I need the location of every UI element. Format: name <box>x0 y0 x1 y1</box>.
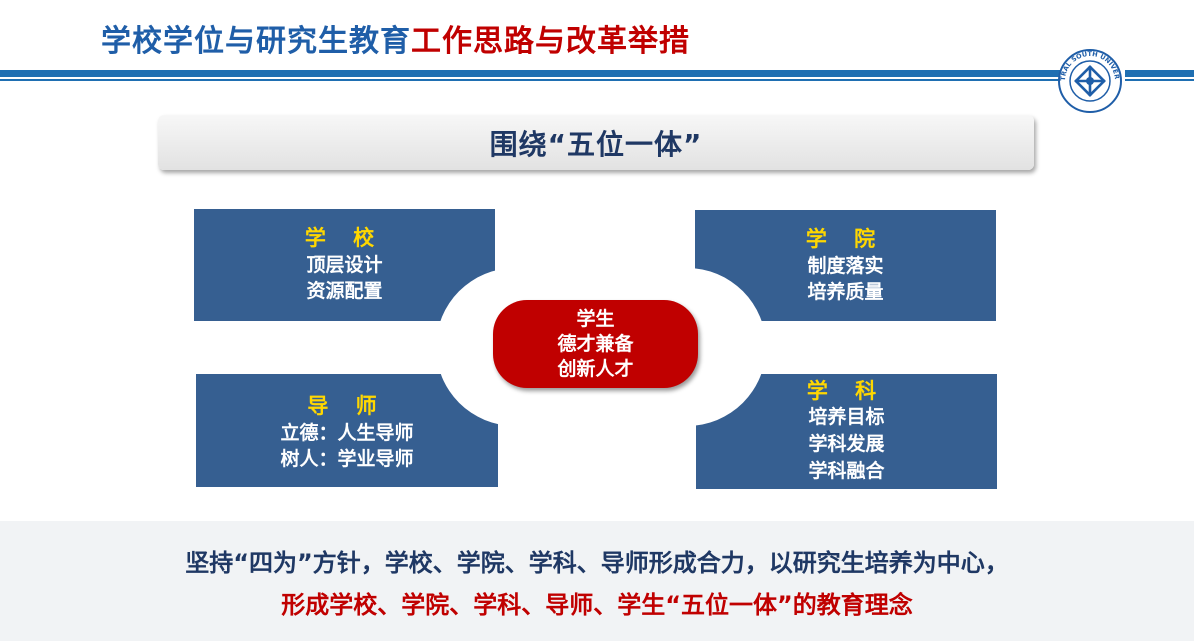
mentor-box-line: 树人：学业导师 <box>280 448 414 470</box>
center-line: 学生 <box>576 307 615 330</box>
school-box-line: 顶层设计 <box>306 254 383 276</box>
mentor-box: 导 师 立德：人生导师 树人：学业导师 <box>196 374 498 487</box>
mentor-box-heading: 导 师 <box>307 394 387 418</box>
college-box-line: 制度落实 <box>807 255 884 277</box>
page-title: 学校学位与研究生教育工作思路与改革举措 <box>101 16 690 60</box>
college-box-line: 培养质量 <box>807 281 884 303</box>
discipline-box-line: 学科融合 <box>808 460 885 482</box>
school-box-heading: 学 校 <box>304 226 385 250</box>
footer-summary: 坚持“四为”方针，学校、学院、学科、导师形成合力，以研究生培养为中心， 形成学校… <box>0 521 1194 641</box>
student-center-badge: 学生 德才兼备 创新人才 <box>493 300 698 388</box>
center-line: 创新人才 <box>557 357 634 380</box>
header-rule-thick <box>0 70 1062 77</box>
mentor-box-line: 立德：人生导师 <box>280 422 414 444</box>
banner-text: 围绕“五位一体” <box>489 127 703 161</box>
college-box-heading: 学 院 <box>805 227 886 251</box>
university-seal-icon: CENTRAL SOUTH UNIVERSITY <box>1057 48 1122 113</box>
discipline-box-line: 培养目标 <box>808 406 885 428</box>
school-box-line: 资源配置 <box>306 280 383 302</box>
page-title-part1: 学校学位与研究生教育 <box>101 24 411 59</box>
footer-line-1: 坚持“四为”方针，学校、学院、学科、导师形成合力，以研究生培养为中心， <box>185 549 1009 577</box>
discipline-box-heading: 学 科 <box>806 379 887 403</box>
page-title-part2: 工作思路与改革举措 <box>411 24 690 59</box>
school-box: 学 校 顶层设计 资源配置 <box>194 209 495 321</box>
five-in-one-banner: 围绕“五位一体” <box>158 115 1034 170</box>
footer-line-2: 形成学校、学院、学科、导师、学生“五位一体”的教育理念 <box>281 591 913 619</box>
discipline-box-line: 学科发展 <box>808 433 885 455</box>
center-line: 德才兼备 <box>557 332 634 355</box>
header-rule-thin-right <box>1125 79 1194 81</box>
college-box: 学 院 制度落实 培养质量 <box>695 210 996 321</box>
header-rule-thick-right <box>1125 70 1194 77</box>
header-rule-thin <box>0 79 1062 81</box>
